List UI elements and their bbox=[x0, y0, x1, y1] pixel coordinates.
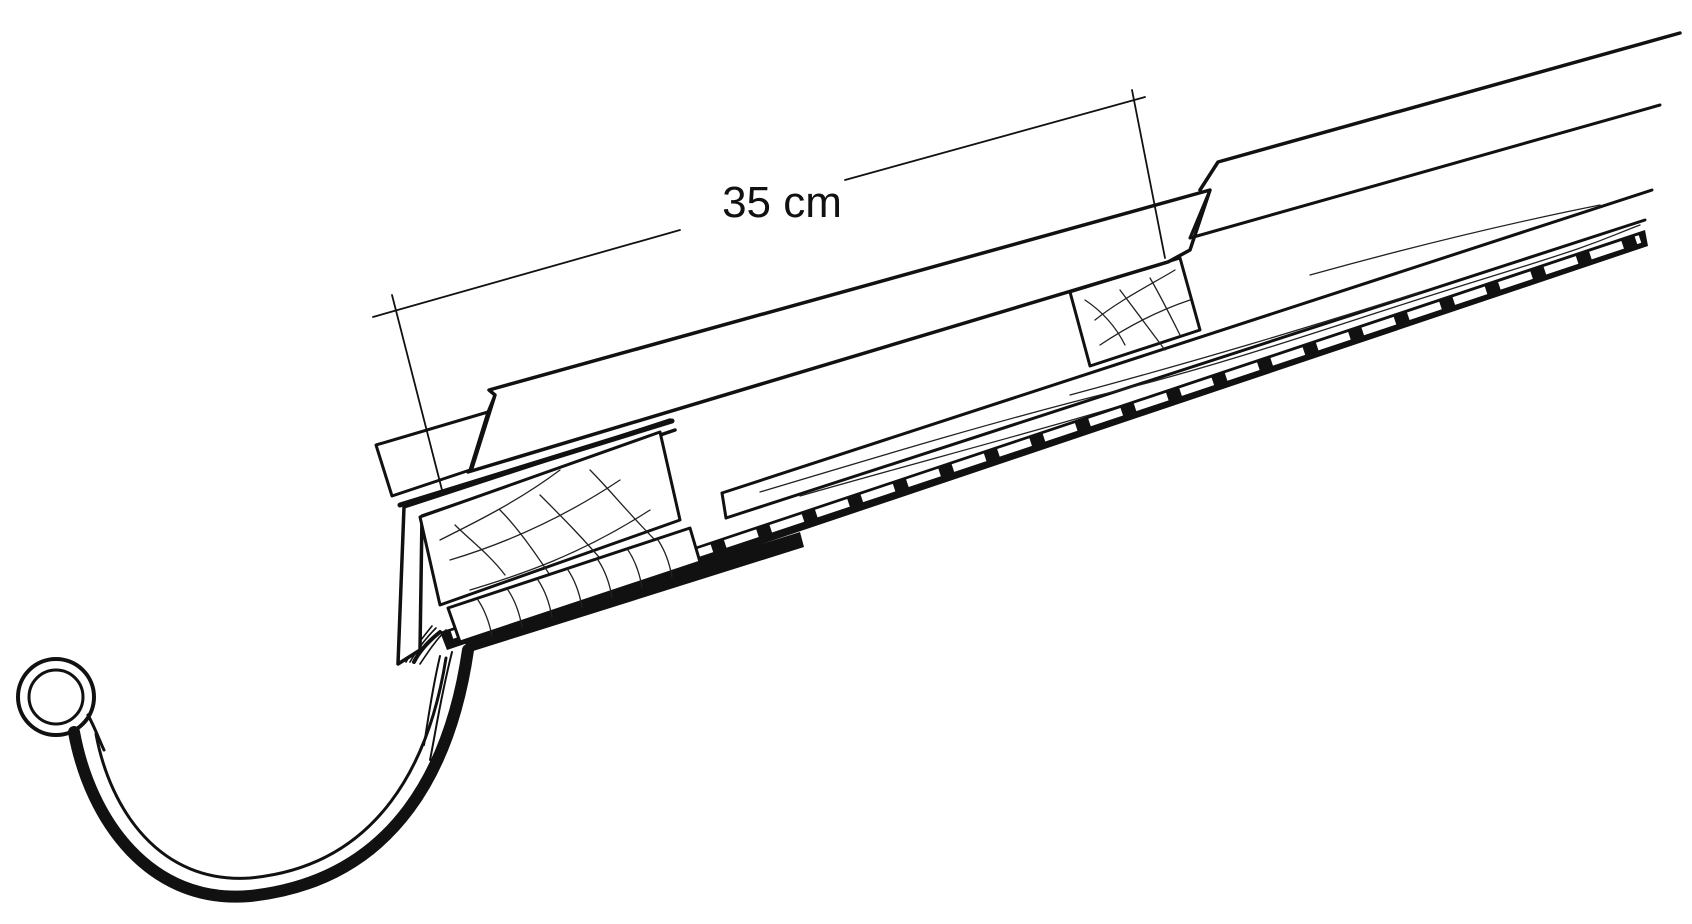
half-round-gutter bbox=[68, 644, 474, 903]
gutter-bead-rim bbox=[16, 657, 106, 752]
dimension-line bbox=[372, 89, 1166, 491]
eave-strip bbox=[397, 418, 675, 508]
eave-batten-upper bbox=[418, 430, 682, 607]
upper-roof-tile bbox=[1188, 31, 1682, 240]
eave-batten-lower bbox=[446, 526, 702, 644]
dimension-label: 35 cm bbox=[722, 178, 842, 227]
